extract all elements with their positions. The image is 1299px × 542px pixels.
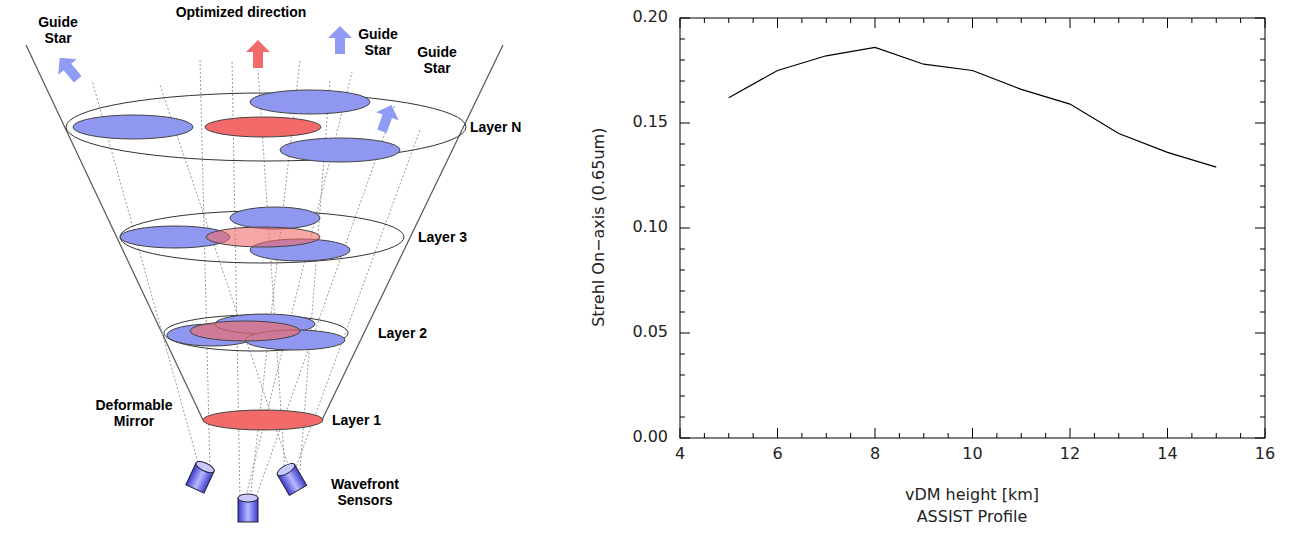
strehl-curve <box>729 47 1217 167</box>
arrow-label: Optimized direction <box>176 4 307 20</box>
tick-label: 4 <box>675 445 685 463</box>
wavefront-sensor <box>186 459 216 493</box>
wavefront-sensor <box>275 461 306 495</box>
optimized-footprint <box>205 117 321 137</box>
plot-frame <box>680 18 1265 438</box>
axis-title: Strehl On−axis (0.65um) <box>591 128 609 327</box>
tick-label: 0.15 <box>632 113 668 131</box>
deformable-mirror <box>203 410 323 430</box>
mirror-label: Deformable Mirror <box>89 397 179 429</box>
tick-label: 6 <box>772 445 782 463</box>
guide-star-footprint <box>250 90 370 114</box>
axis-title: vDM height [km] <box>905 486 1039 504</box>
guide-star-footprint <box>280 138 400 162</box>
guide-star-footprint <box>73 115 193 139</box>
guide-star-label: Guide Star <box>34 14 82 46</box>
tick-label: 12 <box>1060 445 1080 463</box>
tick-label: 16 <box>1255 445 1275 463</box>
tick-label: 0.10 <box>632 218 668 236</box>
guide-star-arrow <box>51 50 87 87</box>
guide-star-label: Guide Star <box>413 44 461 76</box>
tick-label: 0.20 <box>632 8 668 26</box>
layer-label: Layer 2 <box>378 325 427 341</box>
layer-label: Layer 3 <box>418 229 467 245</box>
optimized-arrow <box>246 40 270 68</box>
tick-label: 10 <box>962 445 982 463</box>
tick-label: 14 <box>1157 445 1177 463</box>
axis-subtitle: ASSIST Profile <box>917 508 1028 526</box>
tick-label: 8 <box>870 445 880 463</box>
guide-star-label: Guide Star <box>354 26 402 58</box>
guide-star-arrow <box>328 26 352 54</box>
layer-label: Layer 1 <box>332 412 381 428</box>
wavefront-sensor <box>238 494 258 522</box>
tick-label: 0.05 <box>632 323 668 341</box>
sensor-label: Wavefront Sensors <box>323 476 408 508</box>
tick-label: 0.00 <box>632 428 668 446</box>
guide-star-arrow <box>371 101 403 136</box>
axis-ticks <box>680 18 1265 438</box>
layer-label: Layer N <box>470 119 521 135</box>
